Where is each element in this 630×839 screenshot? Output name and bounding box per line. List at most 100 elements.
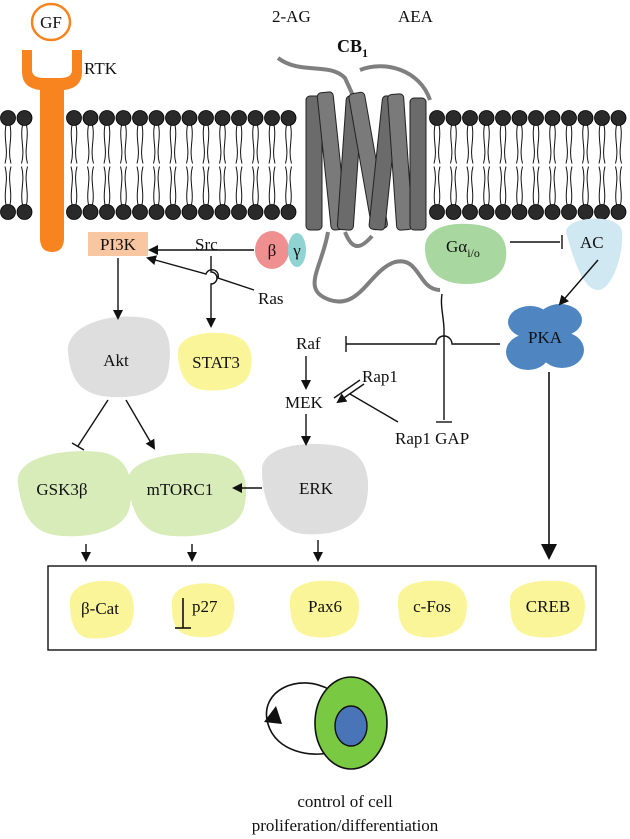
rtk-label: RTK [84, 59, 118, 78]
lipid-tail [268, 125, 276, 164]
creb-blob [510, 580, 585, 638]
lipid-tail [136, 166, 144, 205]
lipid-bilayer [0, 110, 627, 220]
lipid-tail [153, 125, 160, 164]
lipid-tail [466, 125, 474, 164]
lipid-tail [252, 166, 259, 205]
lipid-tail [21, 166, 28, 205]
stat3-label: STAT3 [192, 353, 240, 372]
cfos-blob [398, 580, 467, 638]
lipid-tail [598, 125, 606, 164]
pka-blob [506, 304, 584, 370]
lipid-tail [87, 166, 94, 205]
lipid-tail [466, 166, 474, 205]
p27-label: p27 [192, 597, 218, 616]
lipid-head [247, 204, 264, 220]
lipid-head [231, 204, 247, 220]
lipid-head [264, 204, 280, 220]
cb1-extracellular-loops [276, 56, 432, 101]
cb1-label: CB1 [337, 36, 368, 60]
lipid-head [198, 204, 214, 220]
lipid-head [16, 110, 33, 126]
lipid-head [544, 110, 561, 126]
lipid-head [528, 204, 544, 220]
lipid-tail [285, 166, 292, 205]
akt-blob [67, 316, 170, 398]
ligand-2ag-label: 2-AG [272, 7, 311, 26]
lipid-head [0, 110, 16, 126]
lipid-head [132, 110, 148, 126]
lipid-head [66, 204, 82, 220]
stat3-blob [178, 332, 252, 391]
lipid-head [214, 110, 231, 126]
lipid-head [429, 110, 445, 126]
lipid-head [561, 110, 577, 126]
bcat-label: β-Cat [81, 599, 119, 618]
ligand-aea-label: AEA [398, 7, 434, 26]
lipid-tail [120, 125, 127, 164]
lipid-tail [483, 166, 490, 205]
lipid-tail [186, 166, 193, 205]
lipid-tail [235, 125, 243, 164]
cb1-intracellular-loops [312, 231, 441, 304]
gamma-label: γ [292, 241, 301, 260]
lipid-head [132, 204, 148, 220]
lipid-tail [202, 125, 210, 164]
pathway-connectors [71, 235, 599, 562]
lipid-tail [565, 166, 573, 205]
lipid-tail [21, 125, 28, 164]
mtorc1-blob [127, 453, 247, 537]
lipid-tail [4, 166, 12, 205]
ac-blob [566, 218, 623, 290]
lipid-head [280, 204, 297, 220]
g-gamma-subunit [288, 233, 306, 267]
ras-label: Ras [258, 289, 284, 308]
lipid-tail [483, 125, 490, 164]
lipid-tail [532, 166, 540, 205]
lipid-head [99, 110, 115, 126]
lipid-tail [582, 125, 589, 164]
lipid-head [214, 204, 231, 220]
lipid-tail [433, 125, 441, 164]
src-label: Src [195, 235, 218, 254]
lipid-head [594, 204, 610, 220]
creb-label: CREB [526, 597, 570, 616]
galpha-label: Gαi/o [446, 237, 480, 260]
lipid-tail [202, 166, 210, 205]
lipid-tail [219, 125, 226, 164]
lipid-head [247, 110, 264, 126]
lipid-head [165, 204, 181, 220]
lipid-head [115, 204, 132, 220]
lipid-head [561, 204, 577, 220]
bcat-blob [69, 580, 134, 639]
lipid-tail [582, 166, 589, 205]
lipid-tail [169, 125, 177, 164]
rap1-label: Rap1 [362, 367, 398, 386]
raf-label: Raf [296, 334, 321, 353]
gf-label: GF [40, 13, 62, 32]
lipid-tail [598, 166, 606, 205]
akt-label: Akt [103, 351, 129, 370]
pax6-label: Pax6 [308, 597, 342, 616]
lipid-tail [565, 125, 573, 164]
lipid-head [66, 110, 82, 126]
pax6-blob [290, 580, 359, 638]
lipid-head [231, 110, 247, 126]
lipid-tail [186, 125, 193, 164]
lipid-tail [450, 166, 457, 205]
lipid-head [165, 110, 181, 126]
lipid-head [495, 110, 511, 126]
caption-line1: control of cell [297, 792, 393, 811]
mtorc1-label: mTORC1 [147, 480, 214, 499]
lipid-tail [70, 125, 78, 164]
lipid-head [148, 204, 165, 220]
lipid-head [577, 204, 594, 220]
lipid-head [148, 110, 165, 126]
lipid-head [82, 110, 99, 126]
rtk-receptor: GF RTK [22, 2, 118, 252]
lipid-tail [433, 166, 441, 205]
lipid-tail [87, 125, 94, 164]
rtk-shape [22, 50, 82, 252]
